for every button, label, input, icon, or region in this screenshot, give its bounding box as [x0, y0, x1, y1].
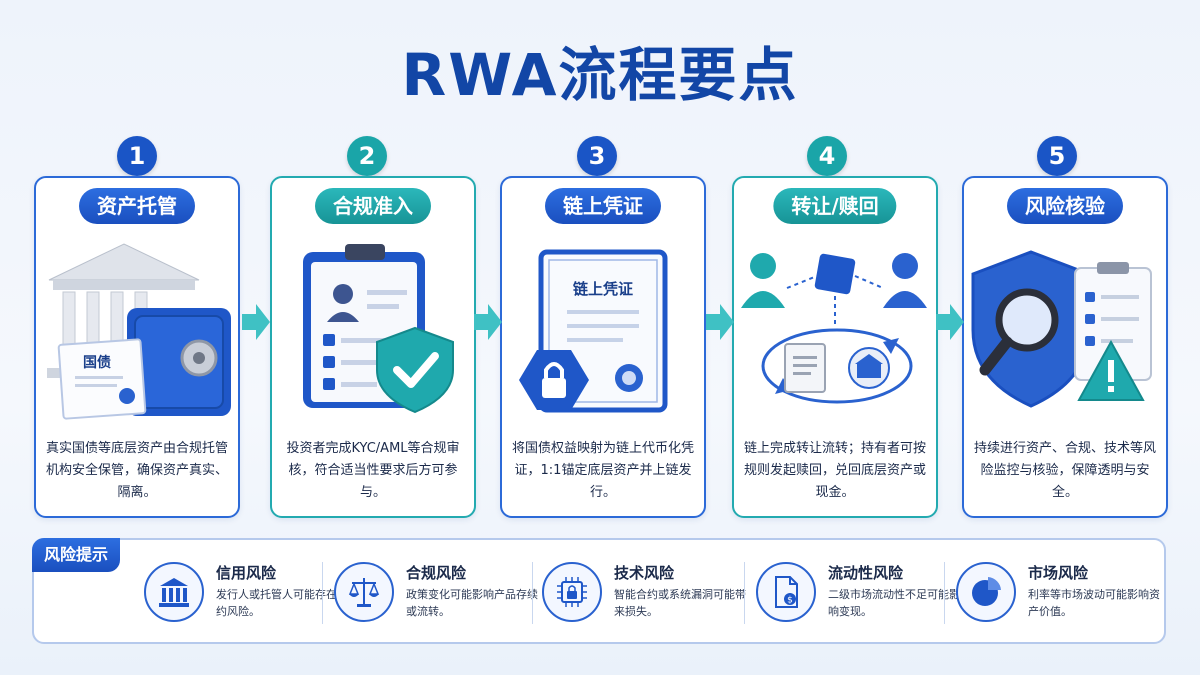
arrow-right-icon [242, 304, 270, 340]
risk-title-technology: 技术风险 [614, 564, 675, 582]
step-card-transfer-redeem: 转让/赎回 链上完成转让流转；持有者可按规则发起赎回，兑回底层资产或现金。 [732, 176, 938, 518]
bank-icon [144, 562, 204, 622]
step-1-description: 真实国债等底层资产由合规托管机构安全保管，确保资产真实、隔离。 [45, 441, 228, 500]
risk-title-credit: 信用风险 [216, 564, 277, 582]
step-4-number: 4 [807, 136, 847, 176]
transfer-network-illustration [741, 253, 927, 404]
chip-lock-icon [542, 562, 602, 622]
step-4-description: 链上完成转让流转；持有者可按规则发起赎回，兑回底层资产或现金。 [743, 441, 926, 500]
bank-vault-illustration: 国债 [47, 243, 231, 420]
step-1-label: 资产托管 [79, 188, 195, 224]
step-3-label: 链上凭证 [545, 188, 661, 224]
risk-panel-tag: 风险提示 [32, 538, 121, 572]
risk-item-market: 市场风险 利率等市场波动可能影响资产价值。 [956, 558, 1166, 632]
svg-text:$: $ [787, 596, 793, 606]
step-card-compliance: 合规准入 投资者完成KYC/AML等合规审核，符合适当性要求后方可参与。 [270, 176, 476, 518]
page-title: RWA流程要点 [401, 41, 799, 109]
step-5-number: 5 [1037, 136, 1077, 176]
scale-icon [334, 562, 394, 622]
checklist-shield-illustration [303, 244, 454, 414]
risk-item-technology: 技术风险 智能合约或系统漏洞可能带来损失。 [542, 558, 752, 632]
arrow-right-icon [706, 304, 734, 340]
step-3-number: 3 [577, 136, 617, 176]
risk-desc-market: 利率等市场波动可能影响资产价值。 [1028, 588, 1160, 618]
risk-desc-technology: 智能合约或系统漏洞可能带来损失。 [614, 588, 746, 618]
step-2-number: 2 [347, 136, 387, 176]
risk-item-liquidity: $ 流动性风险 二级市场流动性不足可能影响变现。 [756, 558, 966, 632]
step-4-label: 转让/赎回 [773, 188, 897, 224]
risk-title-liquidity: 流动性风险 [828, 564, 904, 582]
risk-desc-liquidity: 二级市场流动性不足可能影响变现。 [828, 588, 960, 618]
pie-chart-icon [956, 562, 1016, 622]
document-dollar-icon: $ [756, 562, 816, 622]
risk-warning-panel: 风险提示 信用风险 发行人或托管人可能存在违约风险。 合规风险 政策变化可能影响… [32, 538, 1166, 644]
step-5-label: 风险核验 [1007, 188, 1123, 224]
shield-magnifier-illustration [971, 250, 1152, 408]
step-card-custody: 资产托管 国债 真实国债等底层资产由合规托管机构安全保管，确保资产真实、隔离。 [34, 176, 240, 518]
step-card-onchain-token: 链上凭证 链上凭证 将国债权益映射为链上代币化凭证，1:1锚定底层资产并上链发行… [500, 176, 706, 518]
risk-item-compliance: 合规风险 政策变化可能影响产品存续或流转。 [334, 558, 544, 632]
risk-title-market: 市场风险 [1028, 564, 1089, 582]
step-1-number: 1 [117, 136, 157, 176]
arrow-right-icon [936, 304, 964, 340]
step-5-description: 持续进行资产、合规、技术等风险监控与核验，保障透明与安全。 [973, 441, 1156, 500]
risk-desc-compliance: 政策变化可能影响产品存续或流转。 [406, 588, 538, 618]
risk-title-compliance: 合规风险 [406, 564, 467, 582]
certificate-lock-illustration: 链上凭证 [519, 249, 668, 413]
step-2-label: 合规准入 [315, 188, 431, 224]
risk-item-credit: 信用风险 发行人或托管人可能存在违约风险。 [144, 558, 354, 632]
arrow-right-icon [474, 304, 502, 340]
token-certificate-text: 链上凭证 [573, 280, 633, 298]
step-2-description: 投资者完成KYC/AML等合规审核，符合适当性要求后方可参与。 [286, 441, 460, 500]
risk-desc-credit: 发行人或托管人可能存在违约风险。 [216, 588, 348, 618]
bond-certificate-text: 国债 [83, 354, 111, 371]
step-3-description: 将国债权益映射为链上代币化凭证，1:1锚定底层资产并上链发行。 [511, 441, 694, 500]
step-card-risk-verify: 风险核验 持续进行资产、合规、技术等风险监控与核验，保障透明与安全。 [962, 176, 1168, 518]
